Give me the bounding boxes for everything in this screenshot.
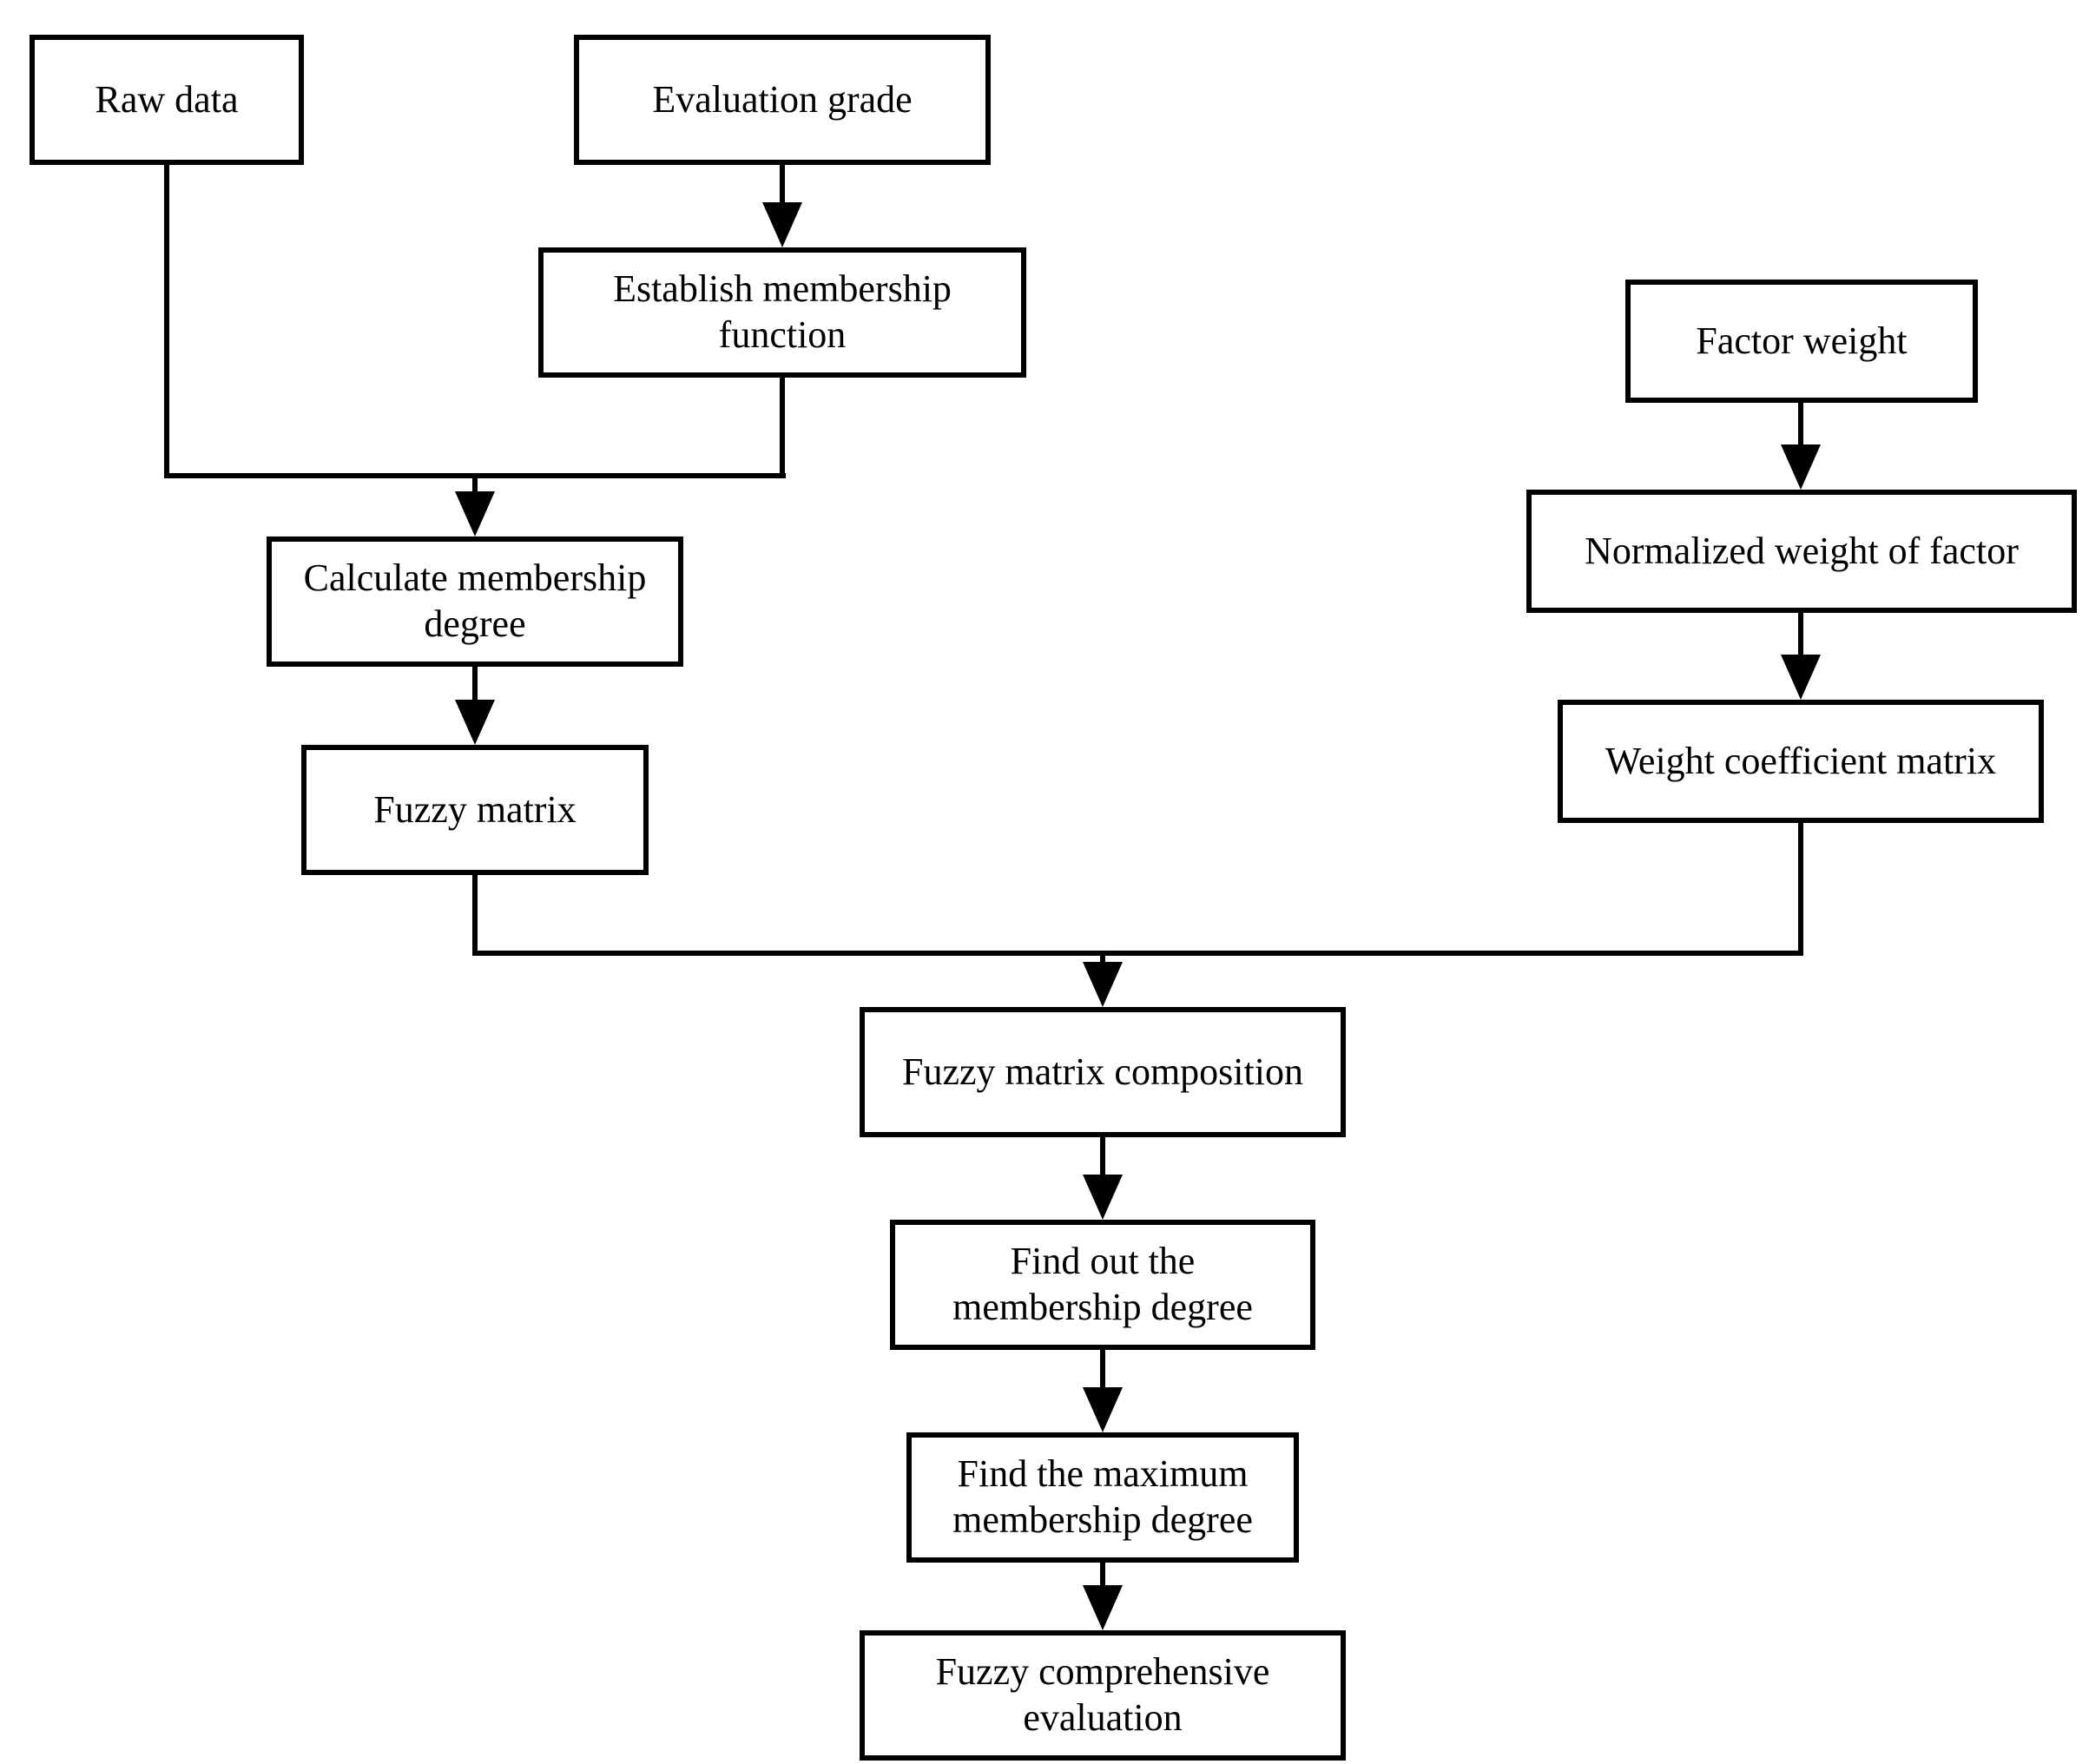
connector-establish-down-segment — [780, 378, 785, 478]
connector-calculate-to-fuzzy-segment — [472, 667, 478, 703]
connector-merge2-horizontal-segment — [472, 951, 1803, 956]
connector-raw-data-down-segment — [164, 165, 169, 478]
node-label: Evaluation grade — [652, 77, 913, 121]
connector-merge1-down-segment — [472, 473, 478, 494]
node-fuzzy-matrix-composition: Fuzzy matrix composition — [860, 1007, 1346, 1137]
node-factor-weight: Factor weight — [1625, 280, 1978, 403]
arrowhead-down-icon — [1083, 962, 1123, 1007]
node-label: evaluation — [1023, 1696, 1183, 1739]
connector-weight-matrix-down-segment — [1798, 823, 1803, 956]
connector-normalized-to-weight-segment — [1798, 613, 1803, 658]
node-label: membership degree — [952, 1286, 1253, 1328]
node-label: Establish membership — [613, 267, 952, 311]
node-label: function — [718, 313, 847, 356]
node-label: Fuzzy matrix — [373, 787, 577, 831]
node-label: Fuzzy comprehensive — [935, 1650, 1270, 1694]
connector-findout-to-findmax-segment — [1100, 1350, 1105, 1391]
node-raw-data: Raw data — [30, 35, 304, 165]
connector-composition-to-findout-segment — [1100, 1137, 1105, 1178]
arrowhead-down-icon — [1781, 444, 1821, 490]
node-label: degree — [424, 602, 526, 645]
connector-findmax-to-evaluation-segment — [1100, 1563, 1105, 1589]
node-label: Factor weight — [1696, 319, 1908, 362]
node-find-out-the-membership-degree: Find out the membership degree — [890, 1220, 1315, 1350]
arrowhead-down-icon — [1083, 1175, 1123, 1220]
node-label: Calculate membership — [303, 556, 647, 600]
node-establish-membership-function: Establish membership function — [538, 247, 1026, 378]
node-label: Fuzzy matrix composition — [902, 1050, 1303, 1093]
node-label: Find out the — [1010, 1240, 1196, 1283]
node-label: membership degree — [952, 1498, 1253, 1541]
arrowhead-down-icon — [1781, 655, 1821, 700]
node-weight-coefficient-matrix: Weight coefficient matrix — [1558, 700, 2044, 823]
arrowhead-down-icon — [1083, 1387, 1123, 1432]
node-fuzzy-comprehensive-evaluation: Fuzzy comprehensive evaluation — [860, 1630, 1346, 1761]
connector-fuzzy-matrix-down-segment — [472, 875, 478, 956]
node-calculate-membership-degree: Calculate membership degree — [267, 536, 683, 667]
node-label: Raw data — [95, 77, 239, 121]
connector-factor-to-normalized-segment — [1798, 403, 1803, 448]
node-label: Find the maximum — [957, 1452, 1249, 1496]
node-fuzzy-matrix: Fuzzy matrix — [301, 745, 649, 875]
connector-evaluation-to-establish-segment — [780, 165, 785, 207]
node-label: Normalized weight of factor — [1585, 529, 2019, 572]
arrowhead-down-icon — [762, 202, 802, 247]
node-evaluation-grade: Evaluation grade — [574, 35, 991, 165]
arrowhead-down-icon — [1083, 1585, 1123, 1630]
arrowhead-down-icon — [455, 491, 495, 536]
arrowhead-down-icon — [455, 700, 495, 745]
connector-merge2-down-segment — [1100, 956, 1105, 966]
node-find-the-maximum-membership-degree: Find the maximum membership degree — [906, 1432, 1299, 1563]
node-label: Weight coefficient matrix — [1605, 739, 1997, 782]
node-normalized-weight-of-factor: Normalized weight of factor — [1526, 490, 2077, 613]
